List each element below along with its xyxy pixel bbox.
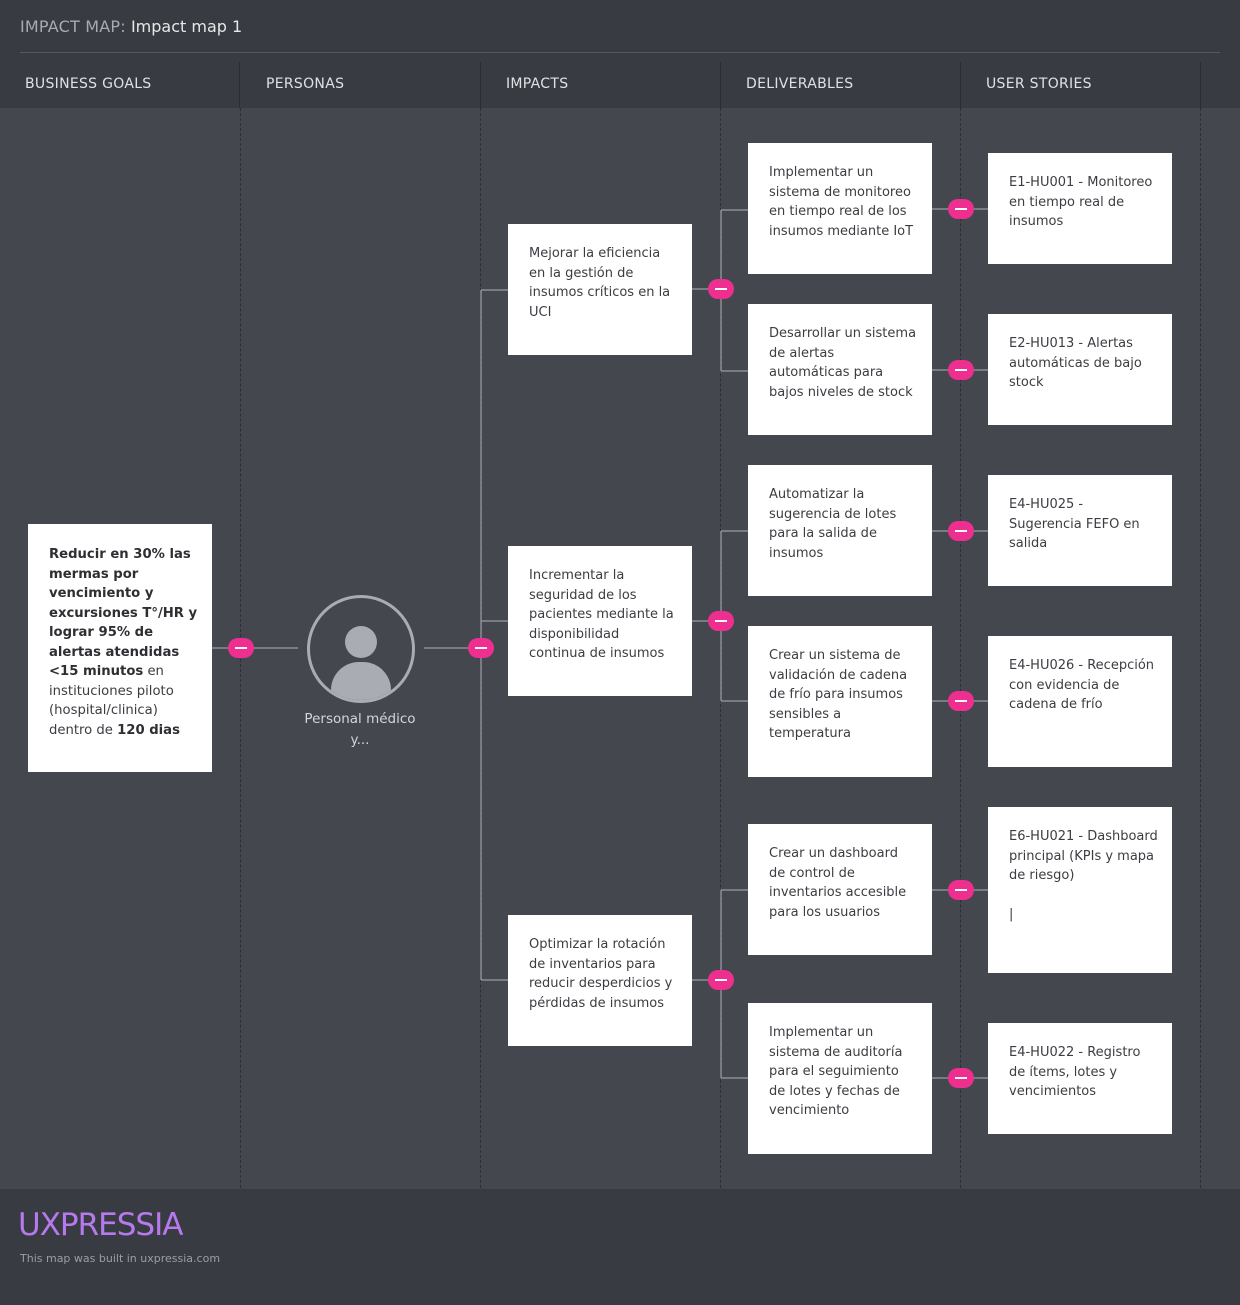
collapse-minus-icon[interactable] <box>708 279 734 299</box>
goal-bold-text: Reducir en 30% las mermas por vencimient… <box>49 547 198 679</box>
impact-card-1[interactable]: Mejorar la eficiencia en la gestión de i… <box>508 224 692 355</box>
impact-card-2[interactable]: Incrementar la seguridad de los paciente… <box>508 546 692 696</box>
deliverable-card-3[interactable]: Automatizar la sugerencia de lotes para … <box>748 465 932 596</box>
user-story-card-2[interactable]: E2-HU013 - Alertas automáticas de bajo s… <box>988 314 1172 425</box>
user-story-card-4[interactable]: E4-HU026 - Recepción con evidencia de ca… <box>988 636 1172 767</box>
goal-bold-end: 120 dias <box>117 722 180 738</box>
map-title: IMPACT MAP: Impact map 1 <box>20 17 242 36</box>
collapse-minus-icon[interactable] <box>948 691 974 711</box>
goal-text: en instituciones piloto (hospital/clinic… <box>49 664 174 738</box>
column-header-personas: PERSONAS <box>241 62 481 108</box>
map-title-name[interactable]: Impact map 1 <box>130 17 243 36</box>
deliverable-card-4[interactable]: Crear un sistema de validación de cadena… <box>748 626 932 777</box>
impact-card-3[interactable]: Optimizar la rotación de inventarios par… <box>508 915 692 1046</box>
title-underline <box>20 52 1220 53</box>
user-avatar-icon[interactable] <box>307 595 415 703</box>
deliverable-card-5[interactable]: Crear un dashboard de control de inventa… <box>748 824 932 955</box>
column-header-impacts: IMPACTS <box>481 62 721 108</box>
user-story-card-6[interactable]: E4-HU022 - Registro de ítems, lotes y ve… <box>988 1023 1172 1134</box>
column-divider <box>960 108 961 1188</box>
collapse-minus-icon[interactable] <box>468 638 494 658</box>
column-header-user-stories: USER STORIES <box>961 62 1201 108</box>
collapse-minus-icon[interactable] <box>708 611 734 631</box>
user-story-card-5[interactable]: E6-HU021 - Dashboard principal (KPIs y m… <box>988 807 1172 973</box>
collapse-minus-icon[interactable] <box>708 970 734 990</box>
persona-name[interactable]: Personal médico y... <box>304 711 416 748</box>
map-title-prefix: IMPACT MAP: <box>20 17 126 36</box>
built-with-note: This map was built in uxpressia.com <box>20 1252 221 1265</box>
collapse-minus-icon[interactable] <box>948 199 974 219</box>
collapse-minus-icon[interactable] <box>948 360 974 380</box>
column-headers: BUSINESS GOALS PERSONAS IMPACTS DELIVERA… <box>0 62 1240 108</box>
deliverable-card-2[interactable]: Desarrollar un sistema de alertas automá… <box>748 304 932 435</box>
text-caret: | <box>1009 907 1014 922</box>
deliverable-card-1[interactable]: Implementar un sistema de monitoreo en t… <box>748 143 932 274</box>
collapse-minus-icon[interactable] <box>948 1068 974 1088</box>
column-header-business-goals: BUSINESS GOALS <box>0 62 240 108</box>
user-story-card-3[interactable]: E4-HU025 - Sugerencia FEFO en salida <box>988 475 1172 586</box>
collapse-minus-icon[interactable] <box>948 880 974 900</box>
business-goal-card[interactable]: Reducir en 30% las mermas por vencimient… <box>28 524 212 772</box>
user-story-card-1[interactable]: E1-HU001 - Monitoreo en tiempo real de i… <box>988 153 1172 264</box>
brand-logo[interactable]: UXPRESSIA <box>18 1207 183 1243</box>
collapse-minus-icon[interactable] <box>948 521 974 541</box>
footer: UXPRESSIA This map was built in uxpressi… <box>0 1189 1240 1305</box>
column-divider <box>1200 108 1201 1188</box>
deliverable-card-6[interactable]: Implementar un sistema de auditoría para… <box>748 1003 932 1154</box>
top-bar: IMPACT MAP: Impact map 1 <box>0 0 1240 62</box>
column-header-deliverables: DELIVERABLES <box>721 62 961 108</box>
collapse-minus-icon[interactable] <box>228 638 254 658</box>
